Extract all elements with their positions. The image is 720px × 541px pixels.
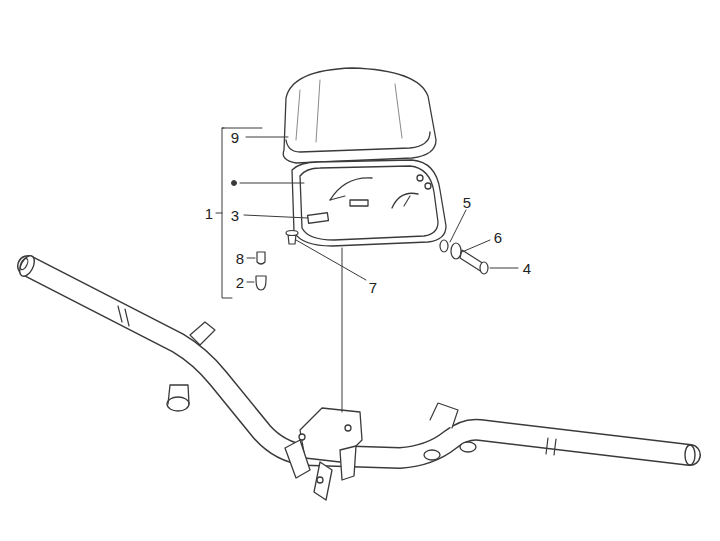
screw <box>286 231 298 245</box>
callout-number: 7 <box>369 280 377 295</box>
callout-number: 1 <box>205 206 213 221</box>
bulb <box>256 252 266 290</box>
callout-number: 3 <box>231 208 239 223</box>
fastener-set <box>440 240 488 274</box>
instrument-body <box>292 160 446 246</box>
center-bracket <box>285 408 362 500</box>
instrument-cover <box>283 68 436 163</box>
callout-number: 4 <box>523 261 531 276</box>
callout-number: 5 <box>463 195 471 210</box>
callout-number: 9 <box>231 130 239 145</box>
callout-number: 2 <box>236 275 244 290</box>
handlebar <box>17 253 695 465</box>
leader-lines <box>216 128 518 412</box>
callout-number: 8 <box>236 251 244 266</box>
callout-number: 6 <box>494 230 502 245</box>
